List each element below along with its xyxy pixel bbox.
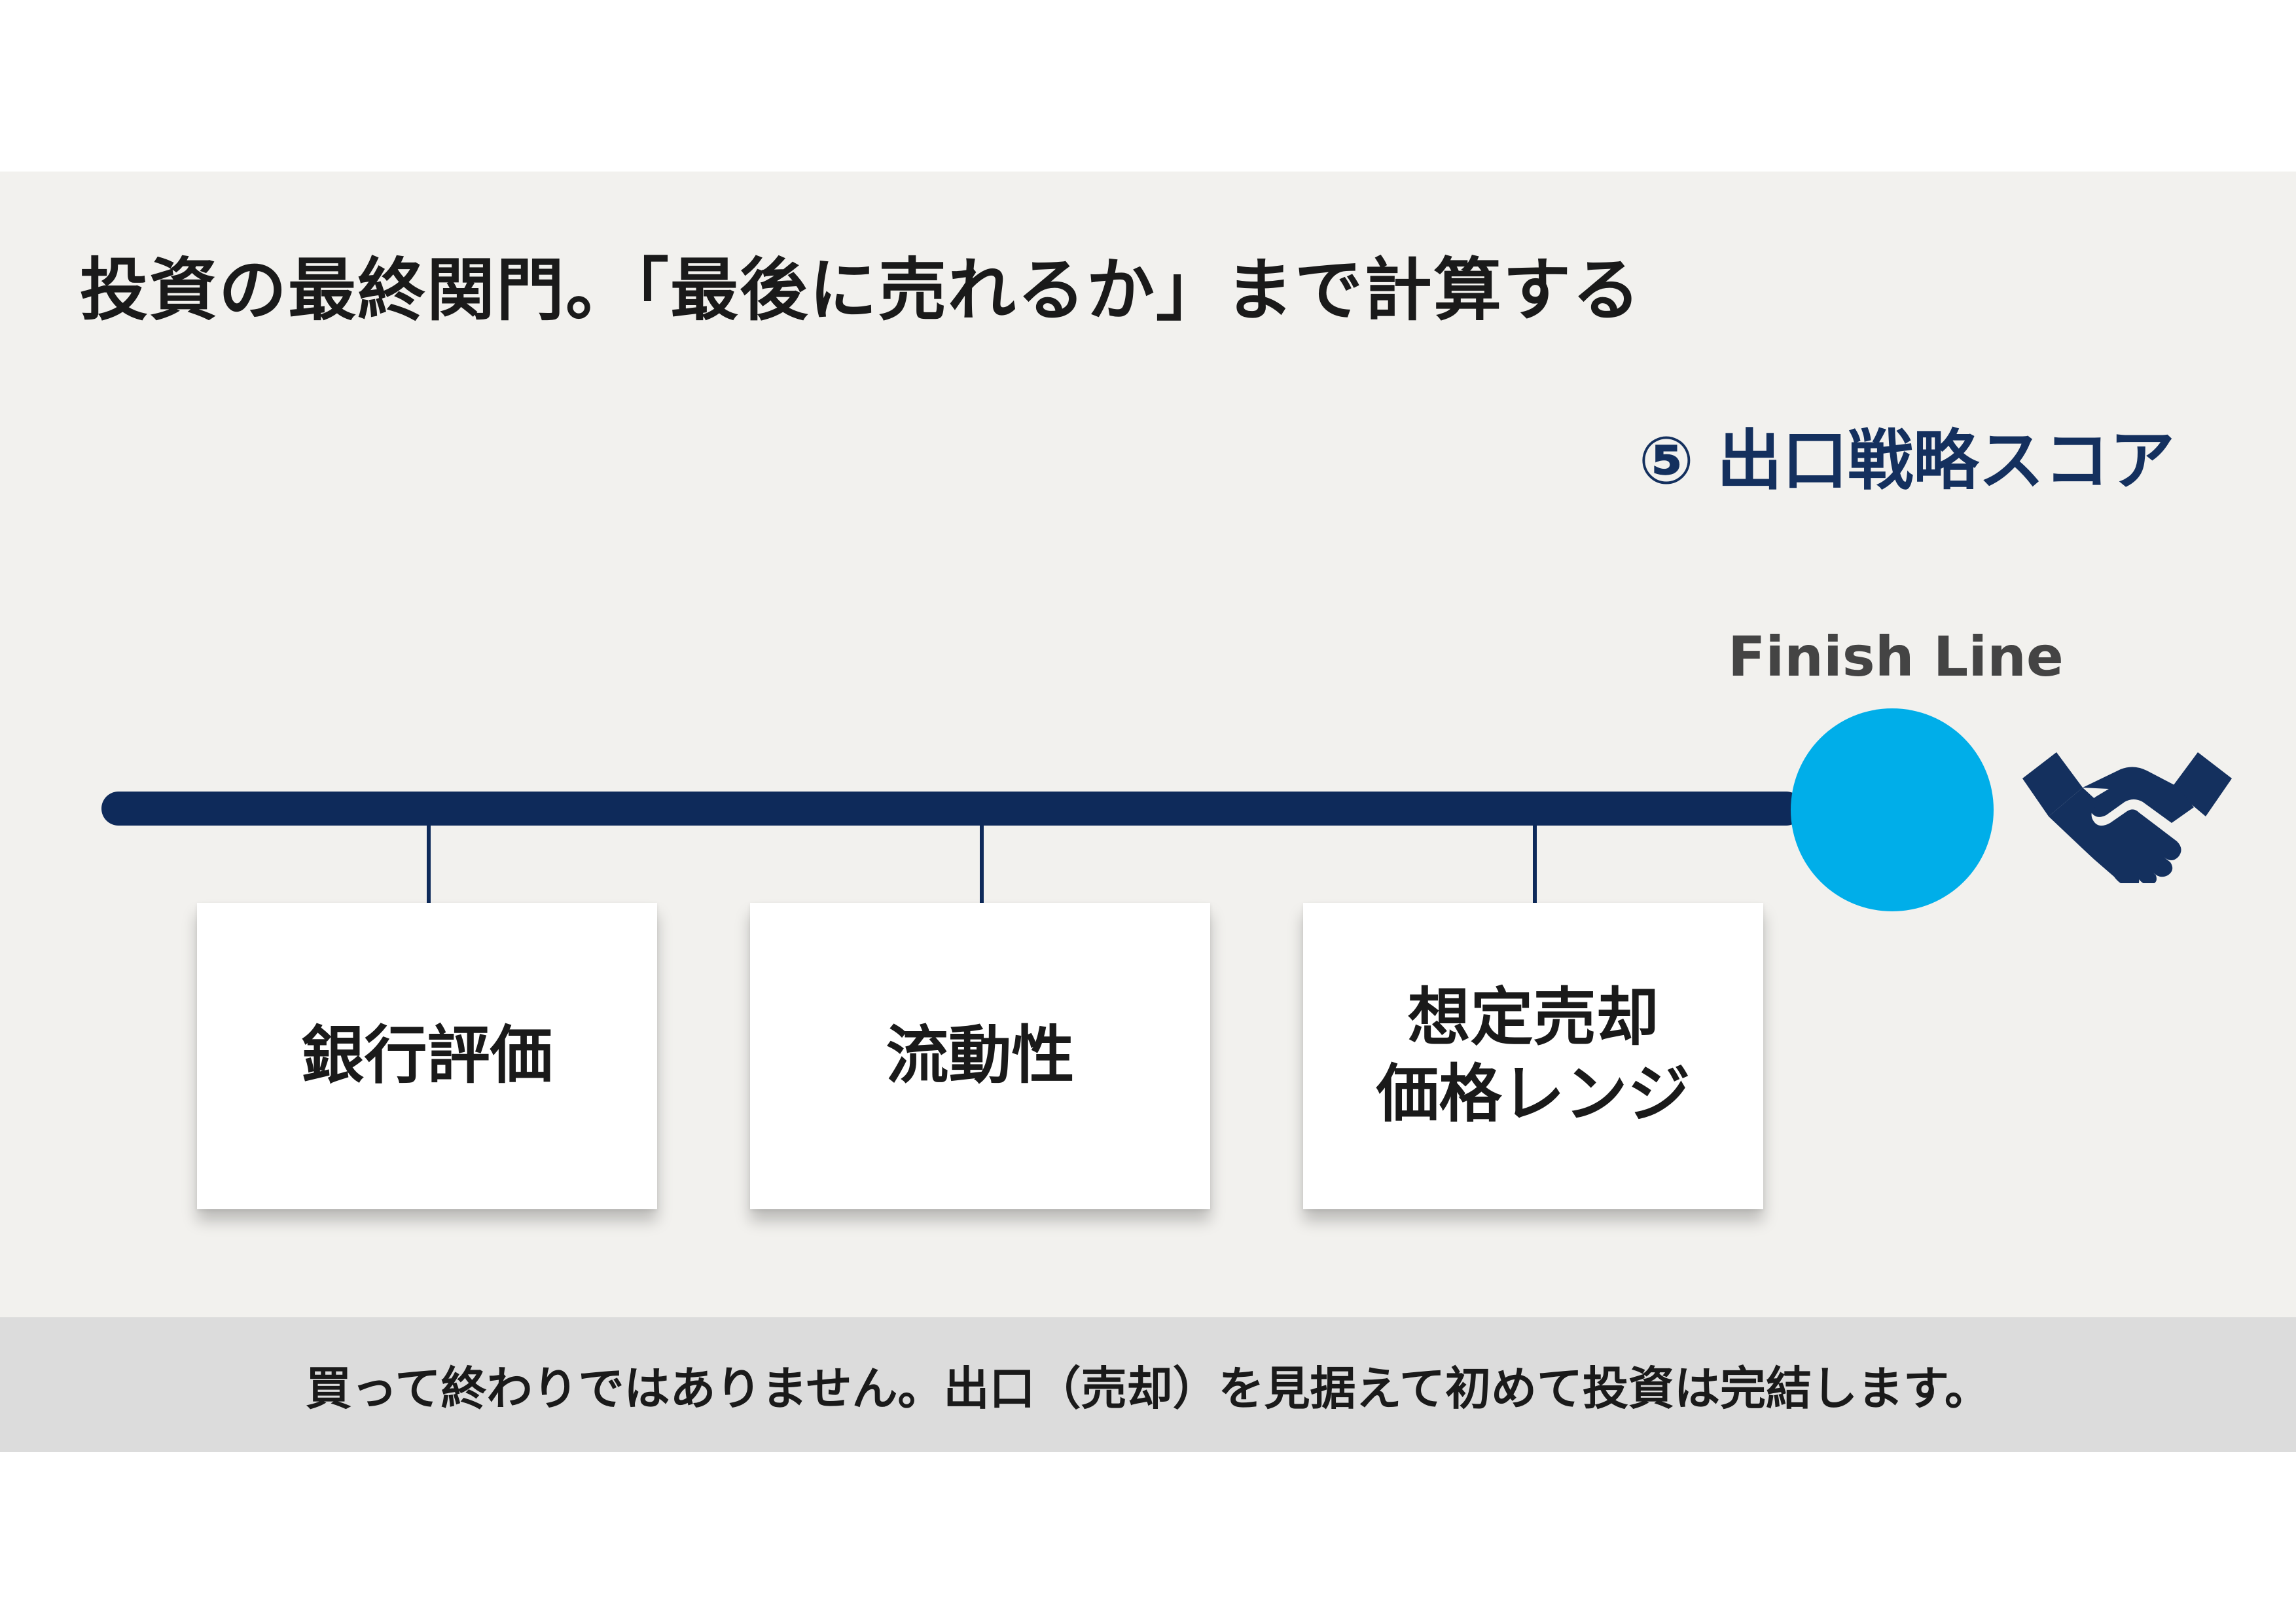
- timeline-bar: [101, 792, 1803, 826]
- finish-line-circle: [1791, 708, 1994, 911]
- timeline-connector-2: [980, 823, 984, 903]
- card-expected-sale-price-range: 想定売却 価格レンジ: [1303, 903, 1763, 1209]
- timeline-connector-3: [1533, 823, 1537, 903]
- timeline-connector-1: [427, 823, 431, 903]
- section-label: ⑤ 出口戦略スコア: [1638, 422, 2175, 499]
- handshake-icon: [2022, 752, 2232, 883]
- page-title: 投資の最終関門。「最後に売れるか」まで計算する: [80, 250, 1642, 330]
- finish-line-label: Finish Line: [1728, 625, 2064, 689]
- footer-banner: 買って終わりではありません。出口（売却）を見据えて初めて投資は完結します。: [0, 1317, 2296, 1452]
- card-label: 銀行評価: [301, 1019, 553, 1093]
- card-liquidity: 流動性: [750, 903, 1210, 1209]
- footer-text: 買って終わりではありません。出口（売却）を見据えて初めて投資は完結します。: [306, 1361, 1990, 1415]
- card-bank-valuation: 銀行評価: [197, 903, 657, 1209]
- card-label: 流動性: [886, 1019, 1075, 1093]
- card-label: 想定売却 価格レンジ: [1376, 980, 1691, 1131]
- slide: 投資の最終関門。「最後に売れるか」まで計算する ⑤ 出口戦略スコア Finish…: [0, 172, 2296, 1452]
